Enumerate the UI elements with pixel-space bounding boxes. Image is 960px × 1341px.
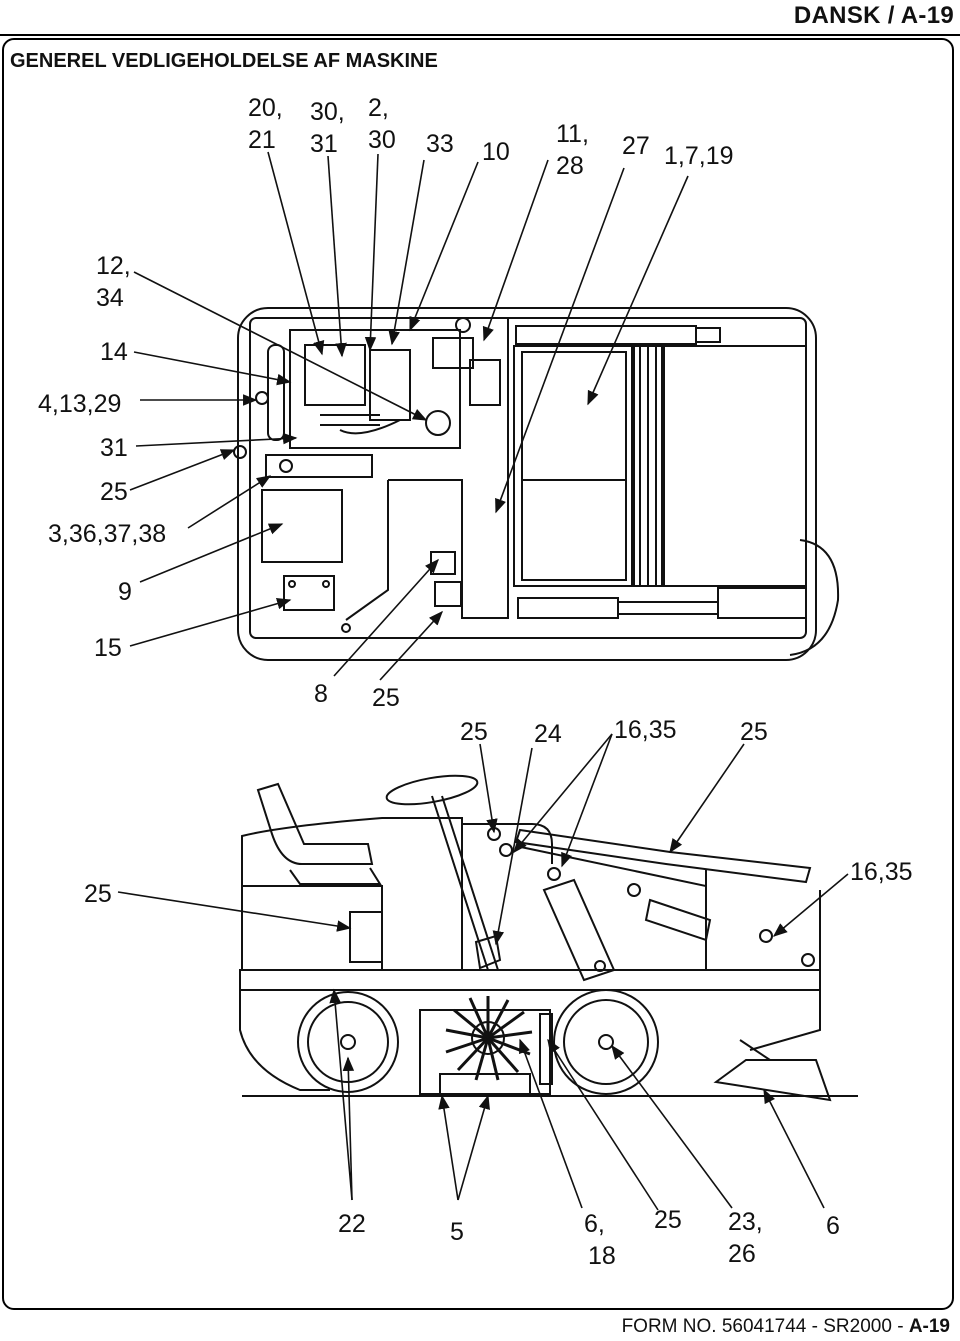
callout-2-30-line2: 30 (368, 126, 396, 154)
callout-9: 9 (118, 578, 132, 606)
footer-form-number: FORM NO. 56041744 - SR2000 - A-19 (622, 1316, 950, 1338)
callout-6-18-line1: 6, (584, 1210, 605, 1238)
side-view-machine (239, 774, 858, 1102)
callout-25-left: 25 (100, 478, 128, 506)
page-frame (2, 38, 954, 1310)
callout-30-31-line1: 30, (310, 98, 345, 126)
callout-33: 33 (426, 130, 454, 158)
callout-25-bottom: 25 (372, 684, 400, 712)
callout-20-21-line2: 21 (248, 126, 276, 154)
callout-3-36-37-38: 3,36,37,38 (48, 520, 166, 548)
language-page-title: DANSK / A-19 (793, 2, 954, 29)
callout-5: 5 (450, 1218, 464, 1246)
callout-31: 31 (100, 434, 128, 462)
callout-8: 8 (314, 680, 328, 708)
callout-side-25-left: 25 (84, 880, 112, 908)
main-broom-bristles (445, 996, 533, 1081)
callout-labels: 20, 21 30, 31 2, 30 33 10 11, 28 27 1,7,… (38, 94, 913, 1270)
top-view-machine (233, 307, 840, 661)
section-title: GENEREL VEDLIGEHOLDELSE AF MASKINE (10, 50, 438, 72)
callout-6: 6 (826, 1212, 840, 1240)
callout-12-34-line1: 12, (96, 252, 131, 280)
callout-10: 10 (482, 138, 510, 166)
callout-1-7-19: 1,7,19 (664, 142, 734, 170)
callout-14: 14 (100, 338, 128, 366)
side-view-leaders (117, 733, 849, 1211)
callout-22: 22 (338, 1210, 366, 1238)
footer-form-text: FORM NO. 56041744 - SR2000 - (621, 1316, 909, 1337)
callout-30-31-line2: 31 (310, 130, 338, 158)
callout-20-21-line1: 20, (248, 94, 283, 122)
callout-12-34-line2: 34 (96, 284, 124, 312)
callout-side-25-a: 25 (460, 718, 488, 746)
callout-side-24: 24 (534, 720, 562, 748)
page-header: DANSK / A-19 (0, 0, 960, 40)
callout-4-13-29: 4,13,29 (38, 390, 121, 418)
header-rule (0, 34, 960, 36)
footer-page-ref: A-19 (908, 1316, 950, 1337)
callout-2-30-line1: 2, (368, 94, 389, 122)
callout-23-26-line1: 23, (728, 1208, 763, 1236)
callout-side-25-bottom: 25 (654, 1206, 682, 1234)
callout-11-28-line1: 11, (556, 120, 589, 148)
callout-side-16-35: 16,35 (614, 716, 677, 744)
callout-23-26-line2: 26 (728, 1240, 756, 1268)
callout-side-16-35-right: 16,35 (850, 858, 913, 886)
top-view-leaders (129, 151, 689, 681)
callout-6-18-line2: 18 (588, 1242, 616, 1270)
callout-15: 15 (94, 634, 122, 662)
callout-11-28-line2: 28 (556, 152, 584, 180)
callout-27: 27 (622, 132, 650, 160)
callout-side-25-b: 25 (740, 718, 768, 746)
